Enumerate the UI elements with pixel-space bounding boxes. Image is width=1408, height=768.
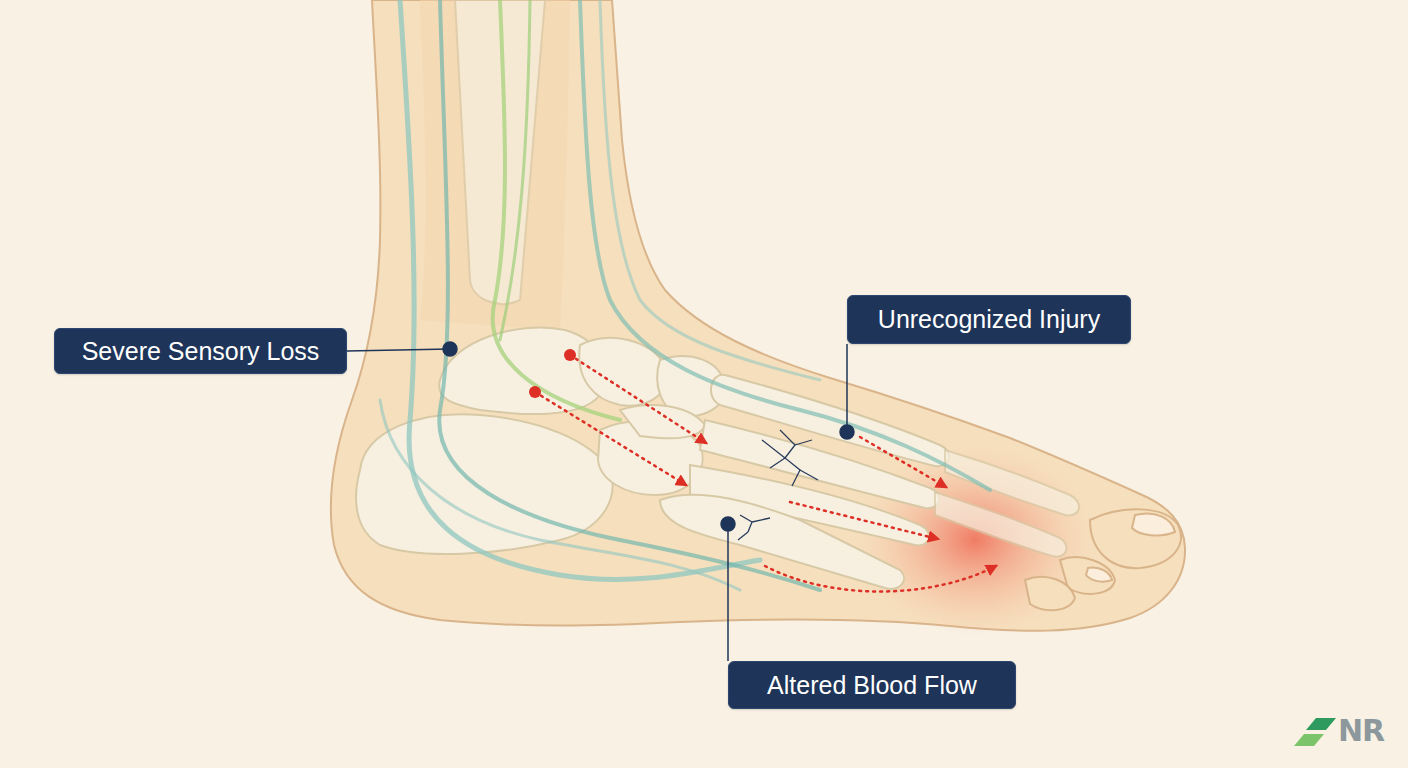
- nerve-line: [493, 0, 620, 420]
- callout-label: Unrecognized Injury: [878, 305, 1100, 334]
- crack-line: [738, 515, 770, 540]
- nerve-line: [380, 400, 740, 590]
- origin-dot: [564, 349, 576, 361]
- dotted-arrow: [570, 355, 706, 443]
- leader-dot: [721, 517, 735, 531]
- leader-dot: [840, 425, 854, 439]
- nerve-line: [600, 0, 820, 380]
- cuneiform-bone: [620, 405, 705, 438]
- fracture-cracks: [738, 430, 818, 540]
- toes: [1025, 509, 1181, 610]
- callout-box: Severe Sensory Loss: [54, 328, 347, 374]
- logo-shape: [1294, 734, 1324, 746]
- dotted-arrow: [860, 437, 946, 487]
- leader-line: [846, 344, 848, 432]
- dotted-arrow: [535, 392, 686, 485]
- callout-label: Altered Blood Flow: [767, 671, 977, 700]
- leader-lines: [347, 342, 854, 661]
- dotted-arrow: [790, 502, 938, 539]
- calcaneus-bone: [356, 414, 612, 554]
- nerve-line: [400, 0, 760, 580]
- watermark: NR: [1338, 713, 1384, 748]
- crack-line: [780, 430, 800, 486]
- nerve-line: [580, 0, 990, 490]
- nerve-line: [500, 0, 530, 340]
- logo-mark: [1294, 718, 1336, 746]
- foot-outline: [331, 0, 1185, 631]
- toenail: [1086, 568, 1112, 582]
- toe-bones: [935, 492, 1066, 557]
- dotted-arrow: [765, 566, 996, 592]
- leader-line: [347, 349, 450, 351]
- callout-label: Severe Sensory Loss: [82, 337, 320, 366]
- nerve-line: [439, 0, 820, 590]
- toenail: [1132, 514, 1175, 536]
- damage-arrows: [535, 355, 996, 592]
- leader-line: [727, 524, 729, 661]
- callout-box: Altered Blood Flow: [728, 661, 1016, 709]
- logo-shape: [1306, 718, 1336, 730]
- origin-dot: [529, 386, 541, 398]
- toe: [1025, 577, 1075, 610]
- big-toe: [1090, 509, 1181, 568]
- leader-dot: [443, 342, 457, 356]
- callout-box: Unrecognized Injury: [847, 295, 1131, 344]
- metatarsal-bone: [660, 495, 904, 589]
- crack-line: [762, 440, 818, 480]
